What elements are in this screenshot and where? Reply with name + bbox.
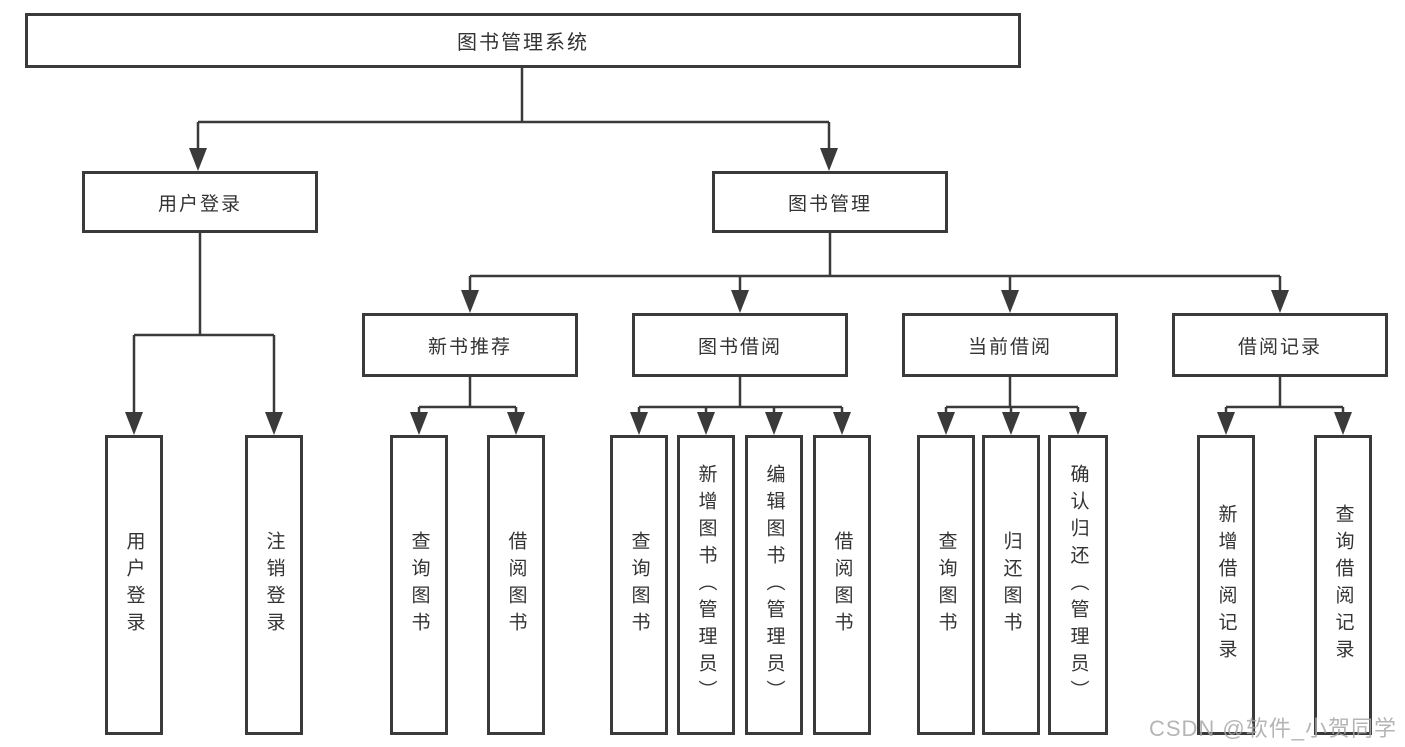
leaf-query-books-borrowing: 查询图书 (610, 435, 668, 735)
arrowheads (125, 148, 1352, 435)
leaf-add-book-admin: 新增图书（管理员） (677, 435, 735, 735)
leaf-confirm-return-admin: 确认归还（管理员） (1048, 435, 1108, 735)
node-book-management-system: 图书管理系统 (25, 13, 1021, 68)
node-book-borrowing: 图书借阅 (632, 313, 848, 377)
leaf-logout: 注销登录 (245, 435, 303, 735)
leaf-return-books: 归还图书 (982, 435, 1040, 735)
leaf-user-login: 用户登录 (105, 435, 163, 735)
node-new-book-recommend: 新书推荐 (362, 313, 578, 377)
leaf-borrow-books-recommend: 借阅图书 (487, 435, 545, 735)
watermark: CSDN @软件_小贺同学 (1148, 716, 1397, 741)
leaf-borrow-books-borrowing: 借阅图书 (813, 435, 871, 735)
leaf-query-books-recommend: 查询图书 (390, 435, 448, 735)
leaf-query-borrow-record: 查询借阅记录 (1314, 435, 1372, 735)
leaf-query-books-current: 查询图书 (917, 435, 975, 735)
leaf-add-borrow-record: 新增借阅记录 (1197, 435, 1255, 735)
node-book-management: 图书管理 (712, 171, 948, 233)
node-borrowing-records: 借阅记录 (1172, 313, 1388, 377)
leaf-edit-book-admin: 编辑图书（管理员） (745, 435, 803, 735)
node-current-borrowing: 当前借阅 (902, 313, 1118, 377)
node-user-login: 用户登录 (82, 171, 318, 233)
